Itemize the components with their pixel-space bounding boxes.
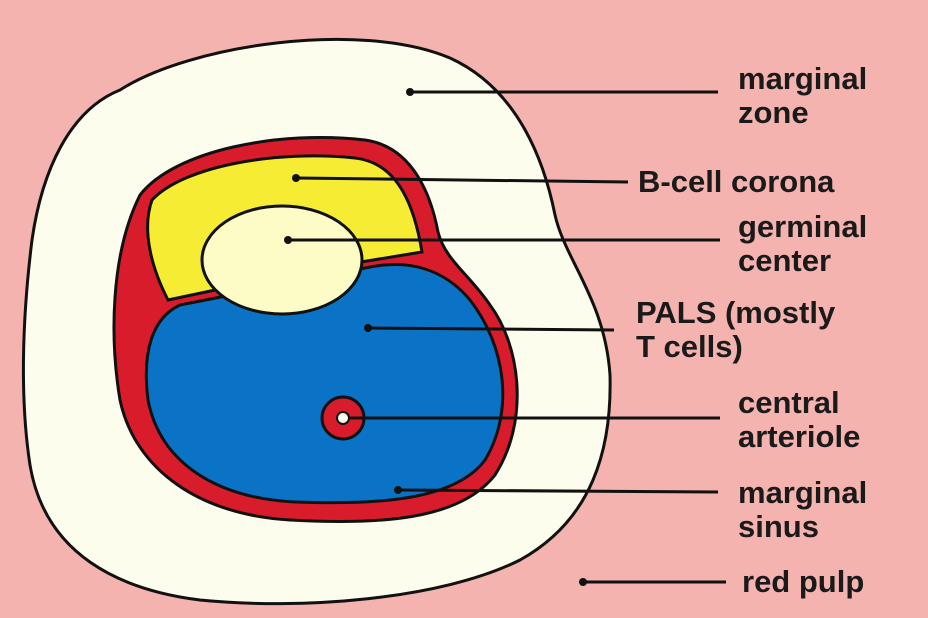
label-marginal-zone: marginal zone xyxy=(738,62,867,130)
leader-dot-pals xyxy=(364,324,372,332)
leader-dot-marginal-zone xyxy=(406,88,414,96)
germinal-center-region xyxy=(202,206,362,314)
leader-line-pals xyxy=(368,328,614,330)
label-pals: PALS (mostly T cells) xyxy=(636,296,835,364)
label-red-pulp: red pulp xyxy=(742,565,864,599)
leader-dot-b-cell-corona xyxy=(292,174,300,182)
label-b-cell-corona: B-cell corona xyxy=(638,165,834,199)
leader-dot-germinal-center xyxy=(284,236,292,244)
leader-dot-marginal-sinus xyxy=(394,486,402,494)
leader-line-marginal-sinus xyxy=(398,490,718,492)
label-central-arteriole: central arteriole xyxy=(738,386,860,454)
label-germinal-center: germinal center xyxy=(738,210,867,278)
leader-dot-red-pulp xyxy=(579,578,587,586)
label-marginal-sinus: marginal sinus xyxy=(738,476,867,544)
central-arteriole-lumen xyxy=(337,412,349,424)
